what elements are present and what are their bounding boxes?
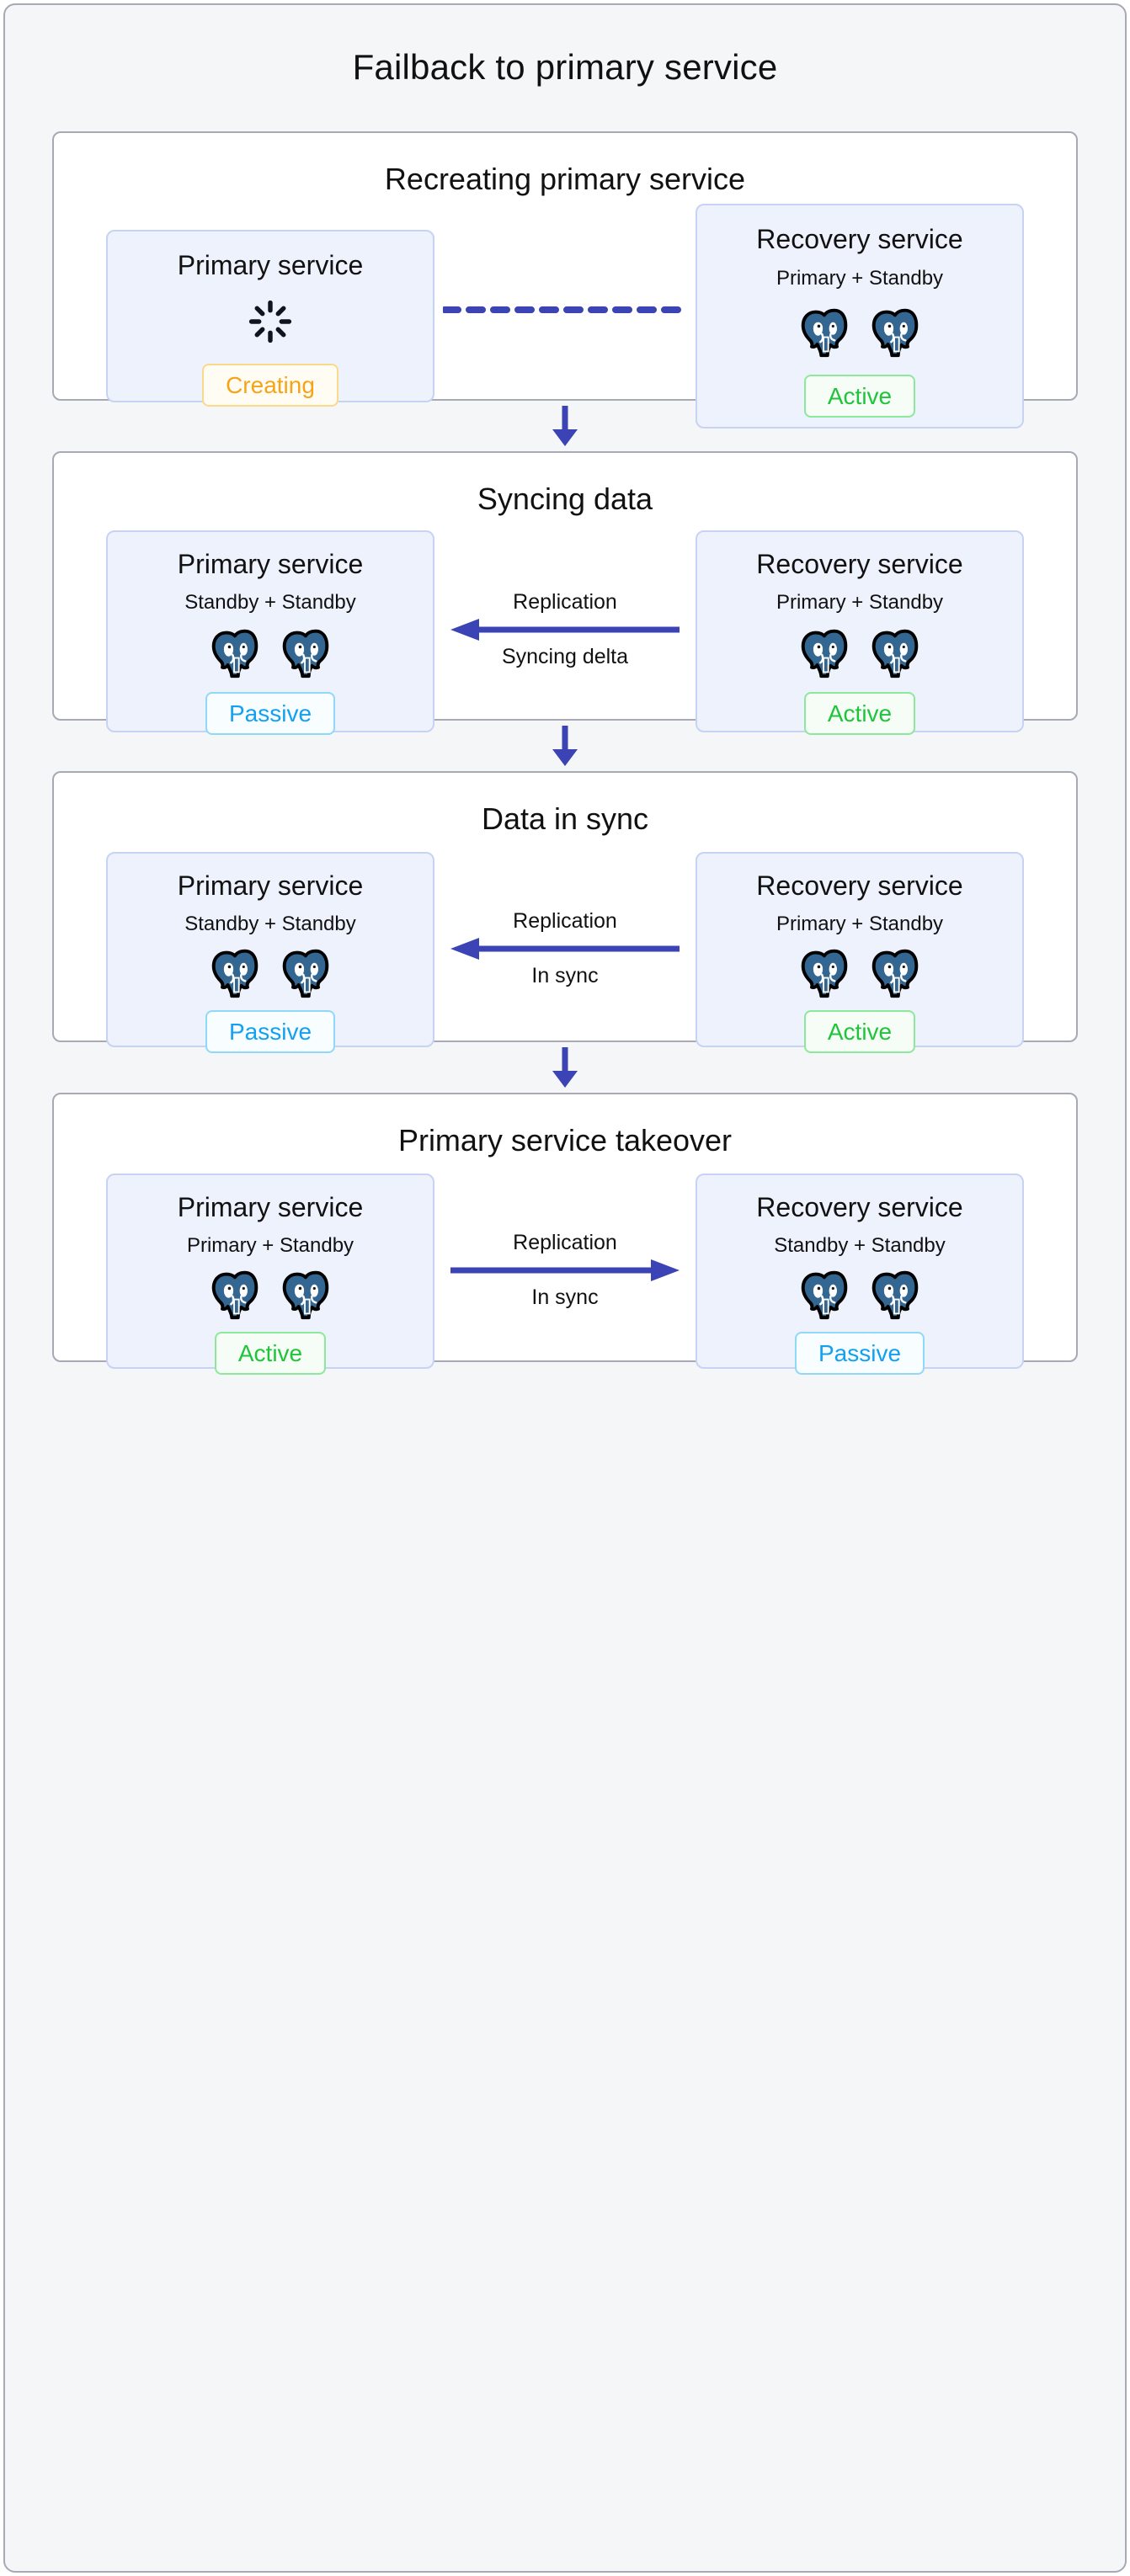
postgres-elephant-icon — [871, 629, 919, 679]
status-badge: Active — [803, 1010, 916, 1054]
card-title: Primary service — [177, 870, 364, 901]
card-title: Primary service — [177, 549, 364, 579]
primary-service-card[interactable]: Primary service — [106, 230, 434, 407]
card-title: Recovery service — [756, 1192, 963, 1222]
postgres-elephant-icon — [211, 1270, 259, 1320]
stage-title: Data in sync — [481, 801, 649, 836]
postgres-elephant-icon — [871, 1270, 919, 1320]
status-badge: Creating — [202, 364, 338, 407]
node-icons — [210, 946, 331, 998]
arrow-right-icon — [450, 1259, 680, 1281]
connector-label-bottom: Syncing delta — [501, 645, 629, 668]
postgres-elephant-icon — [801, 949, 848, 998]
postgres-elephant-icon — [871, 308, 919, 358]
postgres-elephant-icon — [282, 949, 329, 998]
node-icons — [799, 626, 920, 679]
dashed-link-icon — [443, 306, 687, 313]
replication-connector: Replication In sync — [434, 1174, 696, 1369]
postgres-elephant-icon — [801, 308, 848, 358]
primary-service-card[interactable]: Primary service Primary + Standby — [106, 1174, 434, 1376]
status-badge: Passive — [794, 1332, 925, 1376]
diagram-container: Failback to primary service Recreating p… — [3, 3, 1127, 2573]
card-roles: Standby + Standby — [774, 1234, 946, 1257]
stage-recreating-primary-service: Recreating primary service Primary servi… — [52, 131, 1078, 428]
card-roles: Primary + Standby — [776, 913, 944, 935]
postgres-elephant-icon — [801, 629, 848, 679]
node-icons — [210, 1268, 331, 1320]
connector-label-top: Replication — [513, 590, 617, 614]
card-roles: Primary + Standby — [776, 591, 944, 614]
card-title: Recovery service — [756, 224, 963, 254]
replication-connector — [434, 204, 696, 428]
connector-label-top: Replication — [513, 1231, 617, 1254]
node-icons — [799, 1268, 920, 1320]
card-roles: Standby + Standby — [184, 913, 356, 935]
stage-syncing-data: Syncing data Primary service Standby + S… — [52, 451, 1078, 736]
card-roles: Primary + Standby — [776, 267, 944, 290]
card-title: Recovery service — [756, 549, 963, 579]
stage-title: Primary service takeover — [397, 1123, 733, 1158]
page-title: Failback to primary service — [352, 47, 778, 87]
status-badge: Active — [803, 375, 916, 418]
stage-flow: Recreating primary service Primary servi… — [5, 131, 1125, 1376]
replication-connector: Replication Syncing delta — [434, 530, 696, 732]
stage-primary-service-takeover: Primary service takeover Primary service… — [52, 1093, 1078, 1376]
connector-label-bottom: In sync — [531, 1285, 599, 1309]
postgres-elephant-icon — [211, 949, 259, 998]
postgres-elephant-icon — [282, 1270, 329, 1320]
step-arrow-down-icon — [552, 406, 578, 446]
card-title: Recovery service — [756, 870, 963, 901]
stage-data-in-sync: Data in sync Primary service Standby + S… — [52, 771, 1078, 1054]
node-icons — [799, 946, 920, 998]
arrow-left-icon — [450, 938, 680, 960]
recovery-service-card[interactable]: Recovery service Primary + Standby — [696, 852, 1024, 1054]
primary-service-card[interactable]: Primary service Standby + Standby — [106, 530, 434, 736]
status-badge: Active — [803, 692, 916, 736]
step-arrow-down-icon — [552, 1047, 578, 1088]
connector-label-bottom: In sync — [531, 964, 599, 987]
card-roles: Primary + Standby — [186, 1234, 354, 1257]
postgres-elephant-icon — [871, 949, 919, 998]
card-title: Primary service — [177, 1192, 364, 1222]
status-badge: Passive — [205, 692, 336, 736]
arrow-left-icon — [450, 619, 680, 641]
step-arrow-down-icon — [552, 726, 578, 766]
spinner-icon — [247, 298, 294, 345]
replication-connector: Replication In sync — [434, 852, 696, 1047]
postgres-elephant-icon — [801, 1270, 848, 1320]
recovery-service-card[interactable]: Recovery service Primary + Standby — [696, 204, 1024, 428]
recovery-service-card[interactable]: Recovery service Standby + Standby — [696, 1174, 1024, 1376]
status-badge: Passive — [205, 1010, 336, 1054]
stage-title: Syncing data — [477, 482, 653, 516]
recovery-service-card[interactable]: Recovery service Primary + Standby — [696, 530, 1024, 736]
stage-title: Recreating primary service — [384, 162, 746, 196]
node-icons — [799, 306, 920, 358]
node-icons — [210, 626, 331, 679]
connector-label-top: Replication — [513, 909, 617, 933]
card-title: Primary service — [177, 250, 364, 280]
card-roles: Standby + Standby — [184, 591, 356, 614]
status-badge: Active — [214, 1332, 327, 1376]
primary-service-card[interactable]: Primary service Standby + Standby — [106, 852, 434, 1054]
postgres-elephant-icon — [211, 629, 259, 679]
postgres-elephant-icon — [282, 629, 329, 679]
